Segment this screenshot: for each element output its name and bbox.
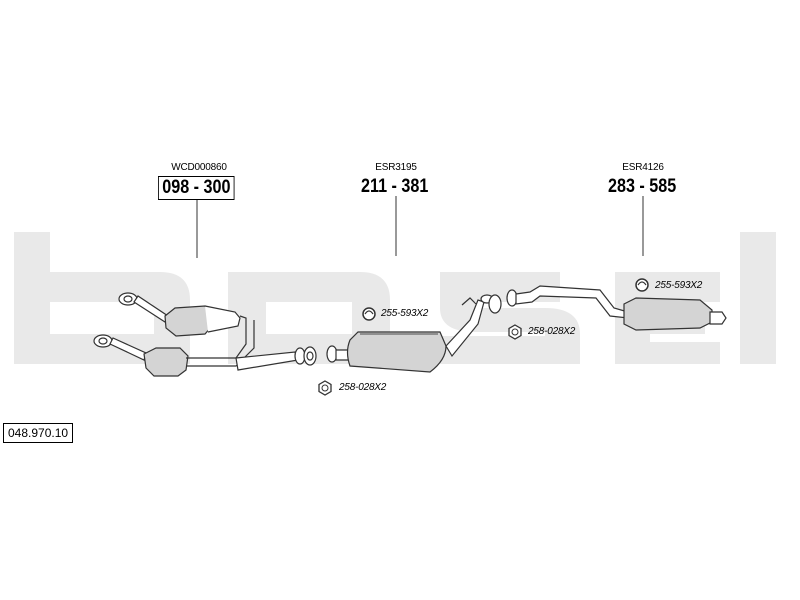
hardware-label[interactable]: 258-028X2 <box>528 326 576 337</box>
component-sub-code: ESR3195 <box>375 162 417 173</box>
component-part-number[interactable]: 211 - 381 <box>361 176 429 197</box>
component-part-number[interactable]: 098 - 300 <box>158 176 235 200</box>
component-sub-code: ESR4126 <box>622 162 664 173</box>
hardware-label[interactable]: 255-593X2 <box>655 280 703 291</box>
nut-icon <box>508 324 522 340</box>
nut-icon <box>318 380 332 396</box>
reference-number: 048.970.10 <box>3 423 74 443</box>
hardware-label[interactable]: 255-593X2 <box>381 308 429 319</box>
component-part-number[interactable]: 283 - 585 <box>608 176 677 197</box>
rubber-mount-icon <box>362 307 376 321</box>
hardware-label[interactable]: 258-028X2 <box>339 382 387 393</box>
component-sub-code: WCD000860 <box>171 162 227 173</box>
rubber-mount-icon <box>635 278 649 292</box>
